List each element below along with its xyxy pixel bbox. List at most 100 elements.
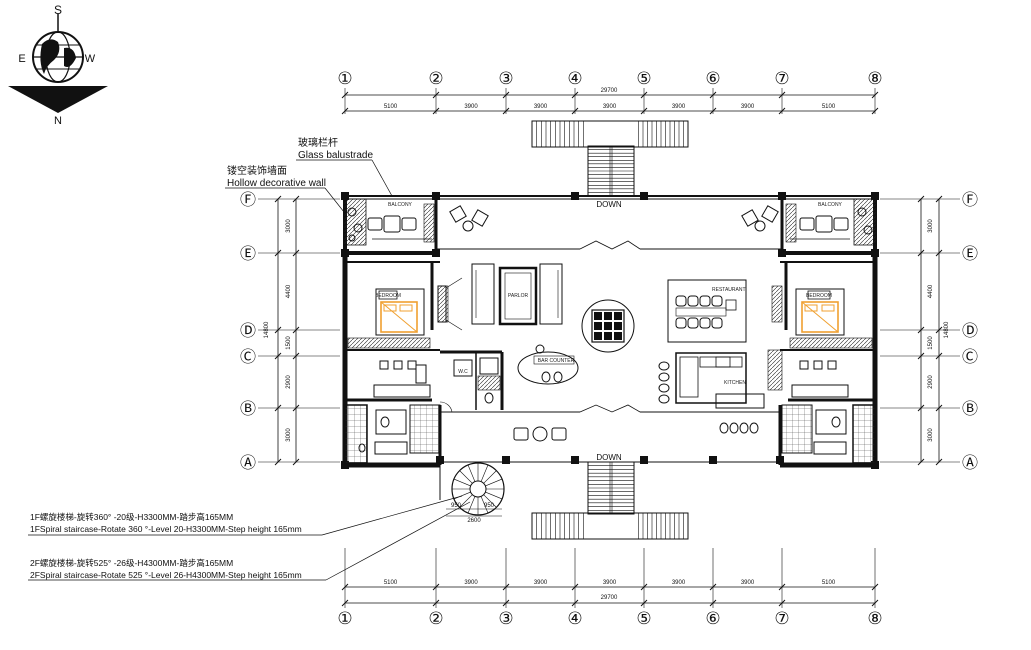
column-axis-6-bottom: ⑥ xyxy=(705,609,720,628)
down-top-label: DOWN xyxy=(596,200,622,209)
column-axis-4-top: ④ xyxy=(567,69,582,88)
row-spacing-right-4: 2900 xyxy=(928,375,934,389)
row-axis-4-right: Ⓑ xyxy=(962,400,978,418)
row-spacing-left-4: 2900 xyxy=(286,375,292,389)
column-axis-2-bottom: ② xyxy=(428,609,443,628)
parlor-label: PARLOR xyxy=(508,293,529,299)
balcony-right-label: BALCONY xyxy=(818,202,843,208)
row-axis-3-left: Ⓒ xyxy=(240,348,256,366)
annotation-glass: 玻璃栏杆 Glass balustrade xyxy=(296,136,393,197)
glass-en: Glass balustrade xyxy=(298,150,373,161)
wc-label: W.C xyxy=(458,369,468,375)
column-axis-5-bottom: ⑤ xyxy=(636,609,651,628)
bay-width-bottom-5: 3900 xyxy=(672,580,686,586)
restaurant-label: RESTAURANT xyxy=(712,287,746,293)
row-spacing-right-5: 3000 xyxy=(928,428,934,442)
column-axis-3-bottom: ③ xyxy=(498,609,513,628)
column-axis-6-top: ⑥ xyxy=(705,69,720,88)
row-axis-2-left: Ⓓ xyxy=(240,322,256,340)
annotation-hollow: 镂空装饰墙面 Hollow decorative wall xyxy=(225,164,345,213)
bay-width-top-4: 3900 xyxy=(603,104,617,110)
bay-width-top-2: 3900 xyxy=(464,104,478,110)
column-axis-8-bottom: ⑧ xyxy=(867,609,882,628)
glass-cn: 玻璃栏杆 xyxy=(298,136,338,149)
bay-width-top-6: 3900 xyxy=(741,104,755,110)
column-axis-1-top: ① xyxy=(337,69,352,88)
bedroom-right-label: BEDROOM xyxy=(806,293,832,299)
bay-width-top-3: 3900 xyxy=(534,104,548,110)
row-spacing-left-1: 3000 xyxy=(286,219,292,233)
compass-south-label: S xyxy=(54,3,62,17)
row-axes: Ⓕ Ⓕ Ⓔ Ⓔ Ⓓ Ⓓ Ⓒ Ⓒ Ⓑ Ⓑ Ⓐ Ⓐ xyxy=(240,191,978,472)
compass-east-label: E xyxy=(18,53,25,65)
stair-total: 2600 xyxy=(467,518,481,524)
balcony-chairs-right xyxy=(741,205,779,232)
balcony-chairs-left xyxy=(449,205,489,232)
stair-part-1: 950 xyxy=(451,503,462,509)
row-axis-2-right: Ⓓ xyxy=(962,322,978,340)
kitchen-label: KITCHEN xyxy=(724,380,746,386)
compass-west-label: W xyxy=(85,53,96,65)
row-axis-0-right: Ⓕ xyxy=(962,191,978,209)
bay-width-bottom-3: 3900 xyxy=(534,580,548,586)
top-dimension-chain: 29700 5100 3900 3900 3900 3900 3900 5100 xyxy=(341,88,879,115)
row-spacing-right-3: 1500 xyxy=(928,336,934,350)
row-axis-4-left: Ⓑ xyxy=(240,400,256,418)
bed-right xyxy=(801,301,839,333)
compass-arrow-shape xyxy=(8,86,108,113)
bay-width-bottom-2: 3900 xyxy=(464,580,478,586)
bedroom-left-label: BEDROOM xyxy=(375,293,401,299)
right-wing: BALCONY BEDROOM xyxy=(767,198,877,464)
column-axis-4-bottom: ④ xyxy=(567,609,582,628)
top-stair xyxy=(531,120,689,197)
bottom-dimension-chain: 29700 5100 3900 3900 3900 3900 3900 5100 xyxy=(341,580,879,607)
row-spacing-left-2: 4400 xyxy=(286,284,292,298)
bay-width-top-1: 5100 xyxy=(384,104,398,110)
stair2-cn: 2F螺旋楼梯-旋转525° -26级-H4300MM-踏步高165MM xyxy=(30,558,233,568)
row-spacing-right-1: 3000 xyxy=(928,219,934,233)
total-width-bottom: 29700 xyxy=(601,595,618,601)
total-width-top: 29700 xyxy=(601,88,618,94)
column-axis-2-top: ② xyxy=(428,69,443,88)
bay-width-bottom-4: 3900 xyxy=(603,580,617,586)
row-spacing-right-2: 4400 xyxy=(928,284,934,298)
bay-width-bottom-6: 3900 xyxy=(741,580,755,586)
bay-width-top-7: 5100 xyxy=(822,104,836,110)
row-axis-3-right: Ⓒ xyxy=(962,348,978,366)
bay-width-top-5: 3900 xyxy=(672,104,686,110)
column-axis-1-bottom: ① xyxy=(337,609,352,628)
row-axis-0-left: Ⓕ xyxy=(240,191,256,209)
central-hall: DOWN PARLOR BAR COUNTER RESTAURANT xyxy=(437,200,779,516)
spiral-dimension: 950 950 2600 xyxy=(446,503,502,524)
row-axis-1-right: Ⓔ xyxy=(962,245,978,263)
row-axis-5-left: Ⓐ xyxy=(240,454,256,472)
bay-width-bottom-7: 5100 xyxy=(822,580,836,586)
row-axis-1-left: Ⓔ xyxy=(240,245,256,263)
bay-width-bottom-1: 5100 xyxy=(384,580,398,586)
stair1-en: 1FSpiral staircase-Rotate 360 °-Level 20… xyxy=(30,524,302,534)
row-spacing-left-5: 3000 xyxy=(286,428,292,442)
column-axis-5-top: ⑤ xyxy=(636,69,651,88)
left-wing: BALCONY BEDROOM xyxy=(343,198,504,464)
bottom-stair xyxy=(531,461,689,540)
column-axis-7-top: ⑦ xyxy=(774,69,789,88)
stair-part-2: 950 xyxy=(484,503,495,509)
stair1-cn: 1F螺旋楼梯-旋转360° -20级-H3300MM-踏步高165MM xyxy=(30,512,233,522)
down-bottom-label: DOWN xyxy=(596,453,622,462)
compass-north-label: N xyxy=(54,115,62,127)
annotation-stair2: 2F螺旋楼梯-旋转525° -26级-H4300MM-踏步高165MM 2FSp… xyxy=(28,501,471,581)
column-axis-7-bottom: ⑦ xyxy=(774,609,789,628)
bed-left xyxy=(380,301,418,333)
compass: S E W N xyxy=(8,3,108,127)
column-axis-3-top: ③ xyxy=(498,69,513,88)
row-axis-5-right: Ⓐ xyxy=(962,454,978,472)
row-spacing-left-3: 1500 xyxy=(286,336,292,350)
balcony-left-label: BALCONY xyxy=(388,202,413,208)
hollow-decorative-wall xyxy=(343,198,367,246)
bar-label: BAR COUNTER xyxy=(538,358,575,364)
hollow-en: Hollow decorative wall xyxy=(227,178,326,189)
